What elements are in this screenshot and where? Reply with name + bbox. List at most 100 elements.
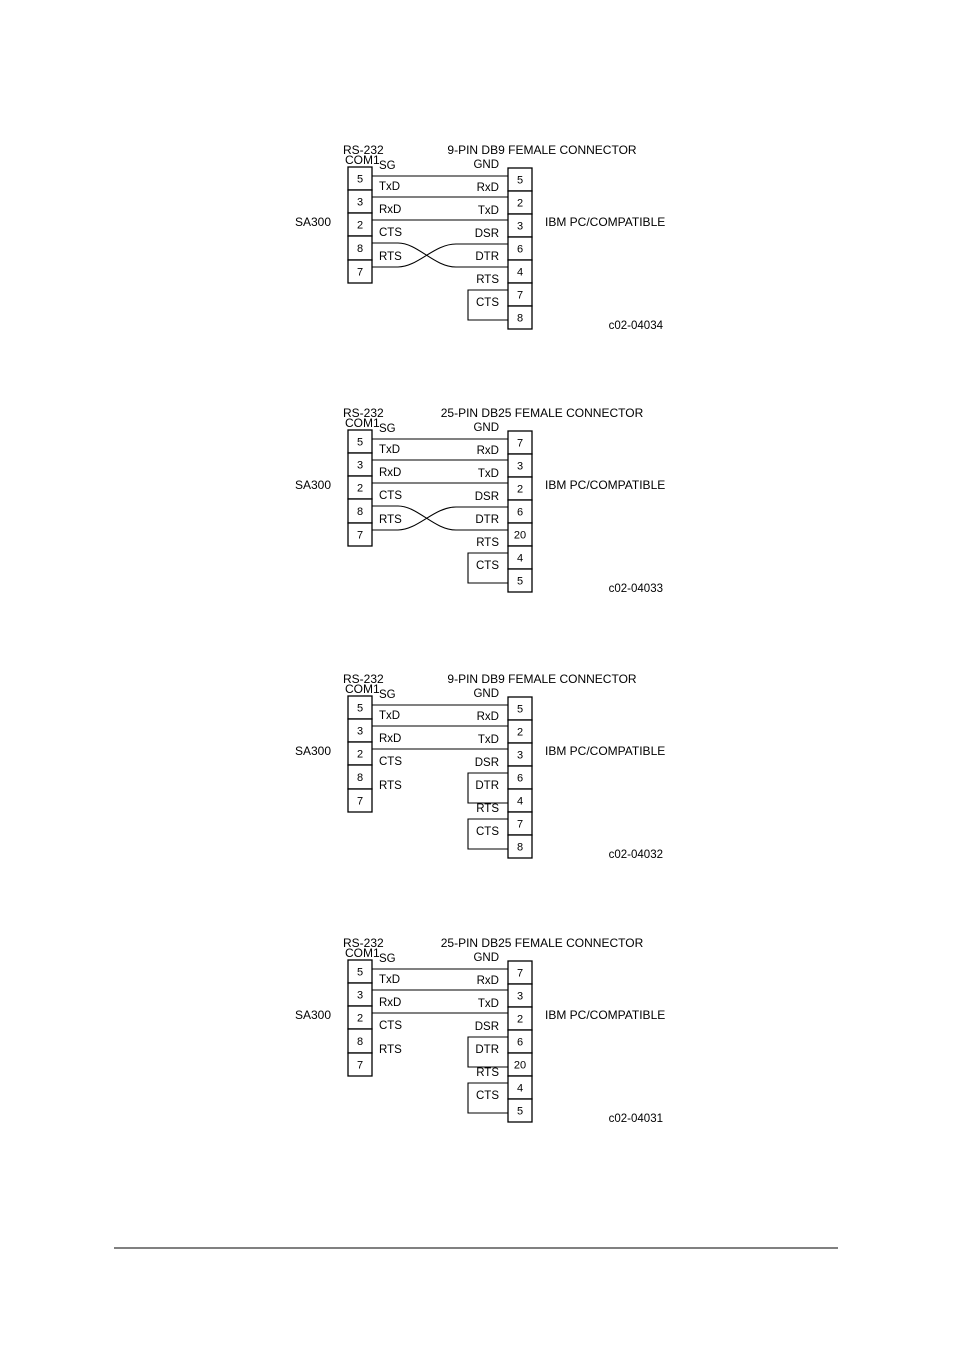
right-pin-number: 2 xyxy=(517,484,523,496)
left-pin-number: 3 xyxy=(357,197,363,209)
right-signal-rxd: RxD xyxy=(477,445,499,457)
left-signal-rxd: RxD xyxy=(379,997,401,1009)
left-signal-sg: SG xyxy=(379,689,396,701)
left-device-label: SA300 xyxy=(295,744,331,758)
right-signal-dtr: DTR xyxy=(475,251,499,263)
figure-code: c02-04034 xyxy=(609,320,664,332)
figure-code: c02-04031 xyxy=(609,1113,663,1125)
right-signal-gnd: GND xyxy=(473,422,499,434)
right-pin-number: 4 xyxy=(517,1083,523,1095)
left-pin-box xyxy=(347,235,373,261)
left-device-label: SA300 xyxy=(295,478,331,492)
right-pin-number: 2 xyxy=(517,727,523,739)
left-pin-box xyxy=(347,1052,373,1077)
right-pin-number: 20 xyxy=(514,530,526,542)
left-pin-box xyxy=(347,498,373,524)
right-pin-number: 6 xyxy=(517,244,523,256)
right-pin-number: 5 xyxy=(517,704,523,716)
right-connector-title: 9-PIN DB9 FEMALE CONNECTOR xyxy=(447,672,636,686)
left-pin-number: 3 xyxy=(357,460,363,472)
right-pin-number: 4 xyxy=(517,267,523,279)
right-signal-rts: RTS xyxy=(476,1067,499,1079)
left-signal-sg: SG xyxy=(379,953,396,965)
figure-code: c02-04032 xyxy=(609,849,663,861)
left-pin-number: 5 xyxy=(357,967,363,979)
right-pin-number: 2 xyxy=(517,1014,523,1026)
left-pin-number: 2 xyxy=(357,483,363,495)
right-signal-cts: CTS xyxy=(476,1090,499,1102)
right-pin-number: 4 xyxy=(517,553,523,565)
right-signal-dsr: DSR xyxy=(475,228,499,240)
right-pin-number: 2 xyxy=(517,198,523,210)
right-pin-number: 5 xyxy=(517,576,523,588)
left-pin-box xyxy=(347,764,373,790)
left-pin-number: 8 xyxy=(357,506,363,518)
left-signal-sg: SG xyxy=(379,423,396,435)
right-device-label: IBM PC/COMPATIBLE xyxy=(545,1008,665,1022)
right-signal-rts: RTS xyxy=(476,274,499,286)
left-connector-title: RS-232 xyxy=(343,143,384,157)
right-pin-box xyxy=(507,834,533,859)
left-pin-number: 8 xyxy=(357,243,363,255)
right-signal-dtr: DTR xyxy=(475,780,499,792)
left-connector-title: RS-232 xyxy=(343,936,384,950)
left-connector-subtitle: COM1 xyxy=(345,682,380,696)
left-signal-rxd: RxD xyxy=(379,467,401,479)
right-signal-gnd: GND xyxy=(473,688,499,700)
left-connector-title: RS-232 xyxy=(343,406,384,420)
left-pin-number: 5 xyxy=(357,703,363,715)
left-signal-rts: RTS xyxy=(379,251,402,263)
left-signal-rxd: RxD xyxy=(379,204,401,216)
left-pin-box xyxy=(347,1028,373,1054)
right-signal-txd: TxD xyxy=(478,998,499,1010)
right-pin-number: 5 xyxy=(517,175,523,187)
right-signal-gnd: GND xyxy=(473,159,499,171)
left-signal-txd: TxD xyxy=(379,710,400,722)
right-connector-title: 25-PIN DB25 FEMALE CONNECTOR xyxy=(441,936,644,950)
right-pin-number: 20 xyxy=(514,1060,526,1072)
right-signal-txd: TxD xyxy=(478,468,499,480)
right-pin-number: 6 xyxy=(517,1037,523,1049)
left-signal-txd: TxD xyxy=(379,444,400,456)
right-pin-box xyxy=(507,1098,533,1123)
right-pin-number: 8 xyxy=(517,842,523,854)
right-signal-rts: RTS xyxy=(476,803,499,815)
left-pin-number: 8 xyxy=(357,772,363,784)
left-connector-subtitle: COM1 xyxy=(345,153,380,167)
loopback-rts-cts xyxy=(467,289,508,321)
right-signal-dsr: DSR xyxy=(475,757,499,769)
right-signal-txd: TxD xyxy=(478,205,499,217)
right-pin-number: 4 xyxy=(517,796,523,808)
right-pin-number: 3 xyxy=(517,461,523,473)
left-signal-rts: RTS xyxy=(379,514,402,526)
left-pin-number: 2 xyxy=(357,1013,363,1025)
right-signal-dtr: DTR xyxy=(475,1044,499,1056)
right-device-label: IBM PC/COMPATIBLE xyxy=(545,478,665,492)
left-pin-number: 2 xyxy=(357,749,363,761)
right-signal-dtr: DTR xyxy=(475,514,499,526)
right-pin-number: 7 xyxy=(517,968,523,980)
right-signal-rxd: RxD xyxy=(477,711,499,723)
left-connector-title: RS-232 xyxy=(343,672,384,686)
left-signal-txd: TxD xyxy=(379,181,400,193)
right-signal-txd: TxD xyxy=(478,734,499,746)
left-connector-subtitle: COM1 xyxy=(345,416,380,430)
right-pin-number: 8 xyxy=(517,313,523,325)
left-signal-rts: RTS xyxy=(379,780,402,792)
left-signal-cts: CTS xyxy=(379,227,402,239)
left-pin-number: 2 xyxy=(357,220,363,232)
left-signal-rxd: RxD xyxy=(379,733,401,745)
left-signal-cts: CTS xyxy=(379,1020,402,1032)
loopback-dsr-dtr xyxy=(467,1036,508,1068)
left-pin-box xyxy=(347,522,373,547)
right-signal-cts: CTS xyxy=(476,297,499,309)
right-signal-cts: CTS xyxy=(476,560,499,572)
